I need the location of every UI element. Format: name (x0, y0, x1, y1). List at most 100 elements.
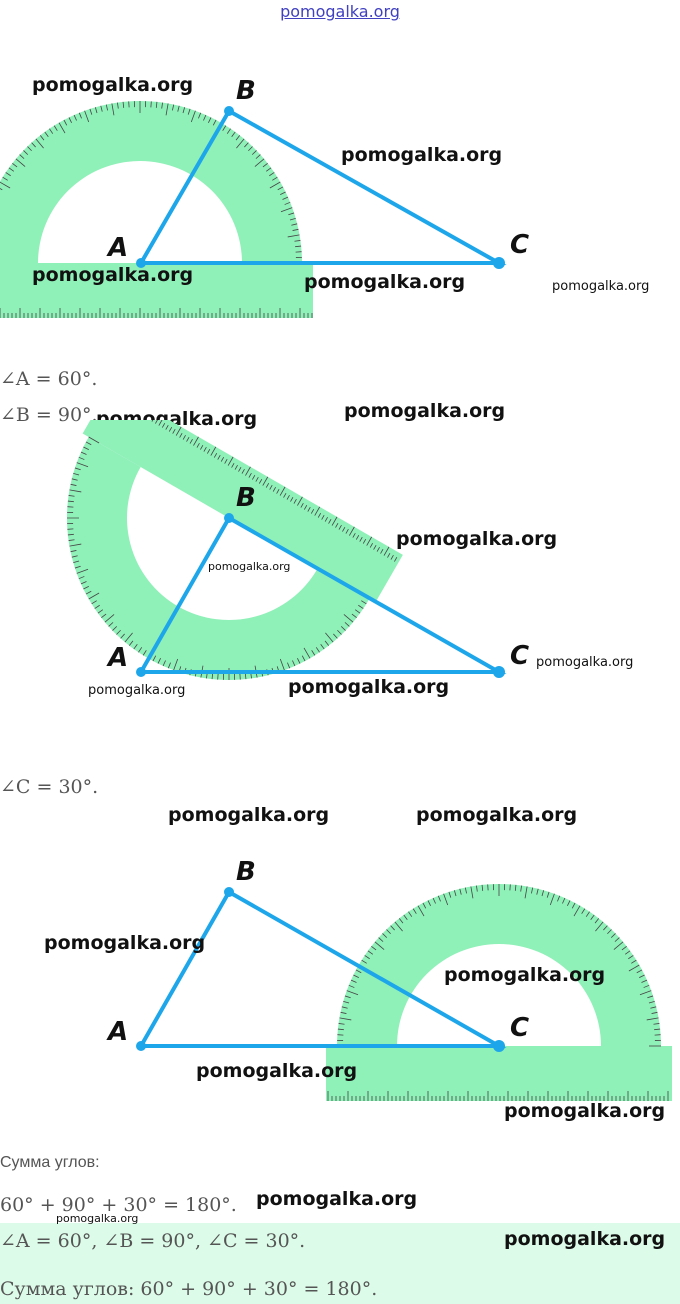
ruler-1 (0, 263, 313, 318)
protractor-tick (571, 902, 576, 909)
protractor-tick (280, 207, 293, 213)
protractor-tick (350, 979, 357, 983)
protractor-tick (187, 108, 191, 115)
protractor-tick (173, 658, 179, 671)
ruler-tick (335, 522, 339, 528)
ruler-tick (158, 420, 165, 426)
ruler-tick (196, 442, 200, 448)
ruler-1-ticks (0, 308, 313, 318)
protractor-tick (124, 632, 133, 643)
protractor-tick (603, 925, 608, 931)
protractor-tick (524, 886, 528, 899)
watermark: pomogalka.org (168, 804, 330, 826)
ruler-tick (210, 446, 217, 456)
vertex-dot-c (493, 1040, 505, 1052)
ruler-tick (310, 508, 315, 514)
protractor-tick (120, 633, 125, 639)
watermark: pomogalka.org (256, 1188, 418, 1210)
ruler-tick (179, 432, 183, 438)
ruler-tick (182, 434, 186, 440)
ruler-tick (186, 436, 190, 442)
protractor-tick (351, 613, 357, 619)
site-link[interactable]: pomogalka.org (280, 2, 400, 21)
ruler-tick (345, 528, 349, 534)
protractor-tick (133, 643, 138, 650)
protractor-tick (70, 550, 77, 553)
protractor-tick (15, 158, 26, 167)
protractor-tick (88, 592, 100, 600)
protractor-tick (422, 902, 427, 909)
protractor-tick (182, 107, 186, 114)
protractor-tick (348, 984, 355, 988)
protractor-tick (265, 167, 272, 172)
ruler-tick (231, 462, 235, 468)
protractor-tick (83, 446, 89, 450)
protractor-3 (337, 884, 661, 1046)
ruler-tick (283, 492, 287, 498)
protractor-tick (73, 560, 80, 564)
protractor-tick (234, 673, 236, 680)
protractor-tick (105, 104, 108, 111)
ruler-tick (383, 546, 390, 556)
ruler-tick (213, 452, 218, 458)
vertex-dot-a (136, 258, 146, 268)
watermark: pomogalka.org (208, 560, 291, 573)
ruler-tick (168, 426, 173, 432)
figure-3-protractor-angle-c: A B C (106, 857, 672, 1101)
protractor-tick (217, 673, 219, 680)
protractor-tick (76, 568, 89, 574)
ruler-tick (255, 476, 259, 482)
protractor-tick (108, 622, 114, 627)
protractor-tick (69, 543, 82, 547)
watermark: pomogalka.org (444, 964, 606, 986)
vertex-dot-a (136, 667, 146, 677)
ruler-tick (355, 534, 360, 540)
protractor-tick (374, 941, 385, 950)
angle-c-result: ∠C = 30°. (0, 776, 99, 798)
protractor-tick (222, 673, 224, 680)
ruler-tick (373, 544, 377, 550)
watermark: pomogalka.org (341, 144, 503, 166)
protractor-tick (364, 955, 370, 960)
watermark: pomogalka.org (88, 683, 186, 698)
protractor-tick (255, 154, 261, 159)
protractor-tick (470, 886, 474, 899)
protractor-tick (417, 905, 425, 917)
ruler-tick (394, 556, 398, 562)
vertex-dot-c (493, 666, 505, 678)
protractor-tick (607, 929, 612, 935)
protractor-tick (341, 1006, 348, 1009)
ruler-2 (82, 420, 403, 603)
protractor-tick (284, 201, 291, 205)
protractor-tick (12, 162, 18, 168)
ruler-tick (390, 554, 394, 560)
protractor-tick (581, 908, 586, 914)
watermark: pomogalka.org (536, 655, 634, 670)
protractor-tick (88, 436, 100, 444)
ruler-tick (359, 536, 363, 542)
protractor-tick (244, 673, 247, 680)
protractor-tick (590, 914, 595, 921)
protractor-tick (303, 647, 311, 659)
protractor-tick (269, 181, 281, 189)
ruler-tick (265, 482, 270, 488)
protractor-tick (190, 110, 196, 123)
protractor-tick (71, 478, 78, 481)
protractor-tick (432, 897, 436, 904)
protractor-tick (340, 626, 346, 631)
protractor-tick (514, 884, 517, 891)
protractor-tick (386, 929, 391, 935)
protractor-tick (80, 451, 87, 455)
triangle-3 (139, 889, 507, 1048)
protractor-tick (100, 105, 103, 112)
protractor-tick (408, 911, 413, 917)
ruler-tick (262, 476, 269, 486)
vertex-label-b: B (236, 76, 256, 106)
ruler-tick (376, 546, 380, 552)
protractor-tick (320, 643, 325, 650)
protractor-tick (67, 506, 74, 508)
vertex-label-c: C (510, 230, 529, 260)
triangle-1 (139, 108, 507, 265)
vertex-label-b: B (236, 483, 256, 513)
ruler-tick (224, 458, 228, 464)
